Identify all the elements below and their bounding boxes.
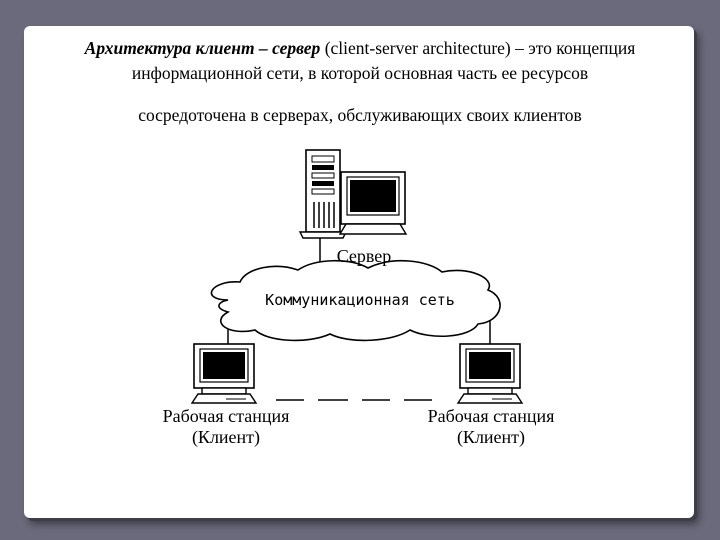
network-label: Коммуникационная сеть [265,291,455,309]
network-cloud-icon [210,259,501,342]
server-monitor-icon [338,171,408,235]
right-workstation-icon [456,343,524,404]
slide-heading: Архитектура клиент – сервер (client-serv… [30,36,690,86]
left-workstation-sublabel: (Клиент) [192,427,260,448]
server-label: Сервер [337,246,392,266]
heading-rest: (client-server architecture) – это конце… [131,38,636,83]
slide-heading-line2: сосредоточена в серверах, обслуживающих … [138,105,582,125]
left-workstation-label: Рабочая станция [163,406,290,426]
server-tower-icon [298,149,348,239]
right-workstation-label: Рабочая станция [428,406,555,426]
right-workstation-sublabel: (Клиент) [457,427,525,448]
left-workstation-icon [190,343,258,404]
heading-term: Архитектура клиент – сервер [84,38,321,58]
